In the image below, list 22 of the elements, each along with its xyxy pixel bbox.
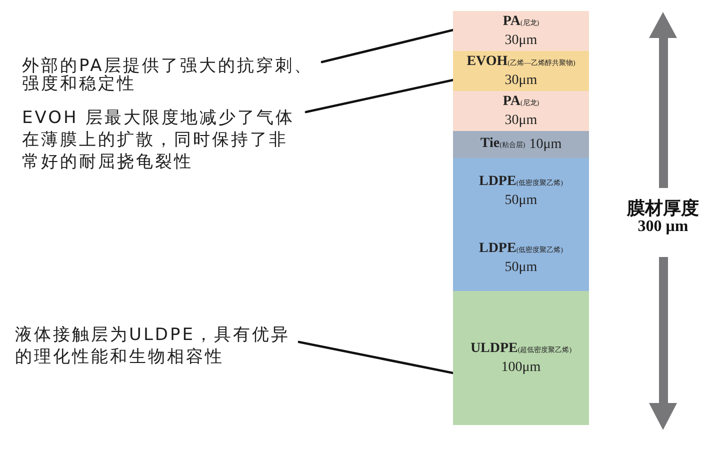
- thickness-label: 膜材厚度: [627, 197, 699, 220]
- callout-text: 液体接触层为ULDPE，具有优异的理化性能和生物相容性: [15, 324, 299, 368]
- film-layer: [453, 91, 589, 131]
- film-layer: [453, 158, 589, 224]
- film-layer: [453, 291, 589, 425]
- callout-text: EVOH 层最大限度地减少了气体在薄膜上的扩散，同时保持了非常好的耐屈挠龟裂性: [22, 107, 306, 173]
- layer-thickness: 30μm: [504, 72, 538, 89]
- film-layer: [453, 11, 589, 51]
- layer-thickness: 10μm: [529, 136, 562, 153]
- leader-line: [298, 340, 454, 374]
- layer-thickness: 30μm: [504, 32, 538, 49]
- leader-line: [320, 28, 454, 64]
- layer-thickness: 50μm: [504, 258, 538, 276]
- layer-thickness: 30μm: [504, 112, 538, 129]
- layer-thickness: 100μm: [501, 359, 541, 376]
- thickness-value: 300 μm: [638, 218, 688, 236]
- callout-text: 外部的PA层提供了强大的抗穿刺、强度和稳定性: [22, 57, 322, 93]
- leader-line: [304, 78, 454, 114]
- layer-thickness: 50μm: [504, 192, 538, 209]
- film-layer: [453, 131, 589, 158]
- film-layer: [453, 224, 589, 291]
- film-layer: [453, 51, 589, 91]
